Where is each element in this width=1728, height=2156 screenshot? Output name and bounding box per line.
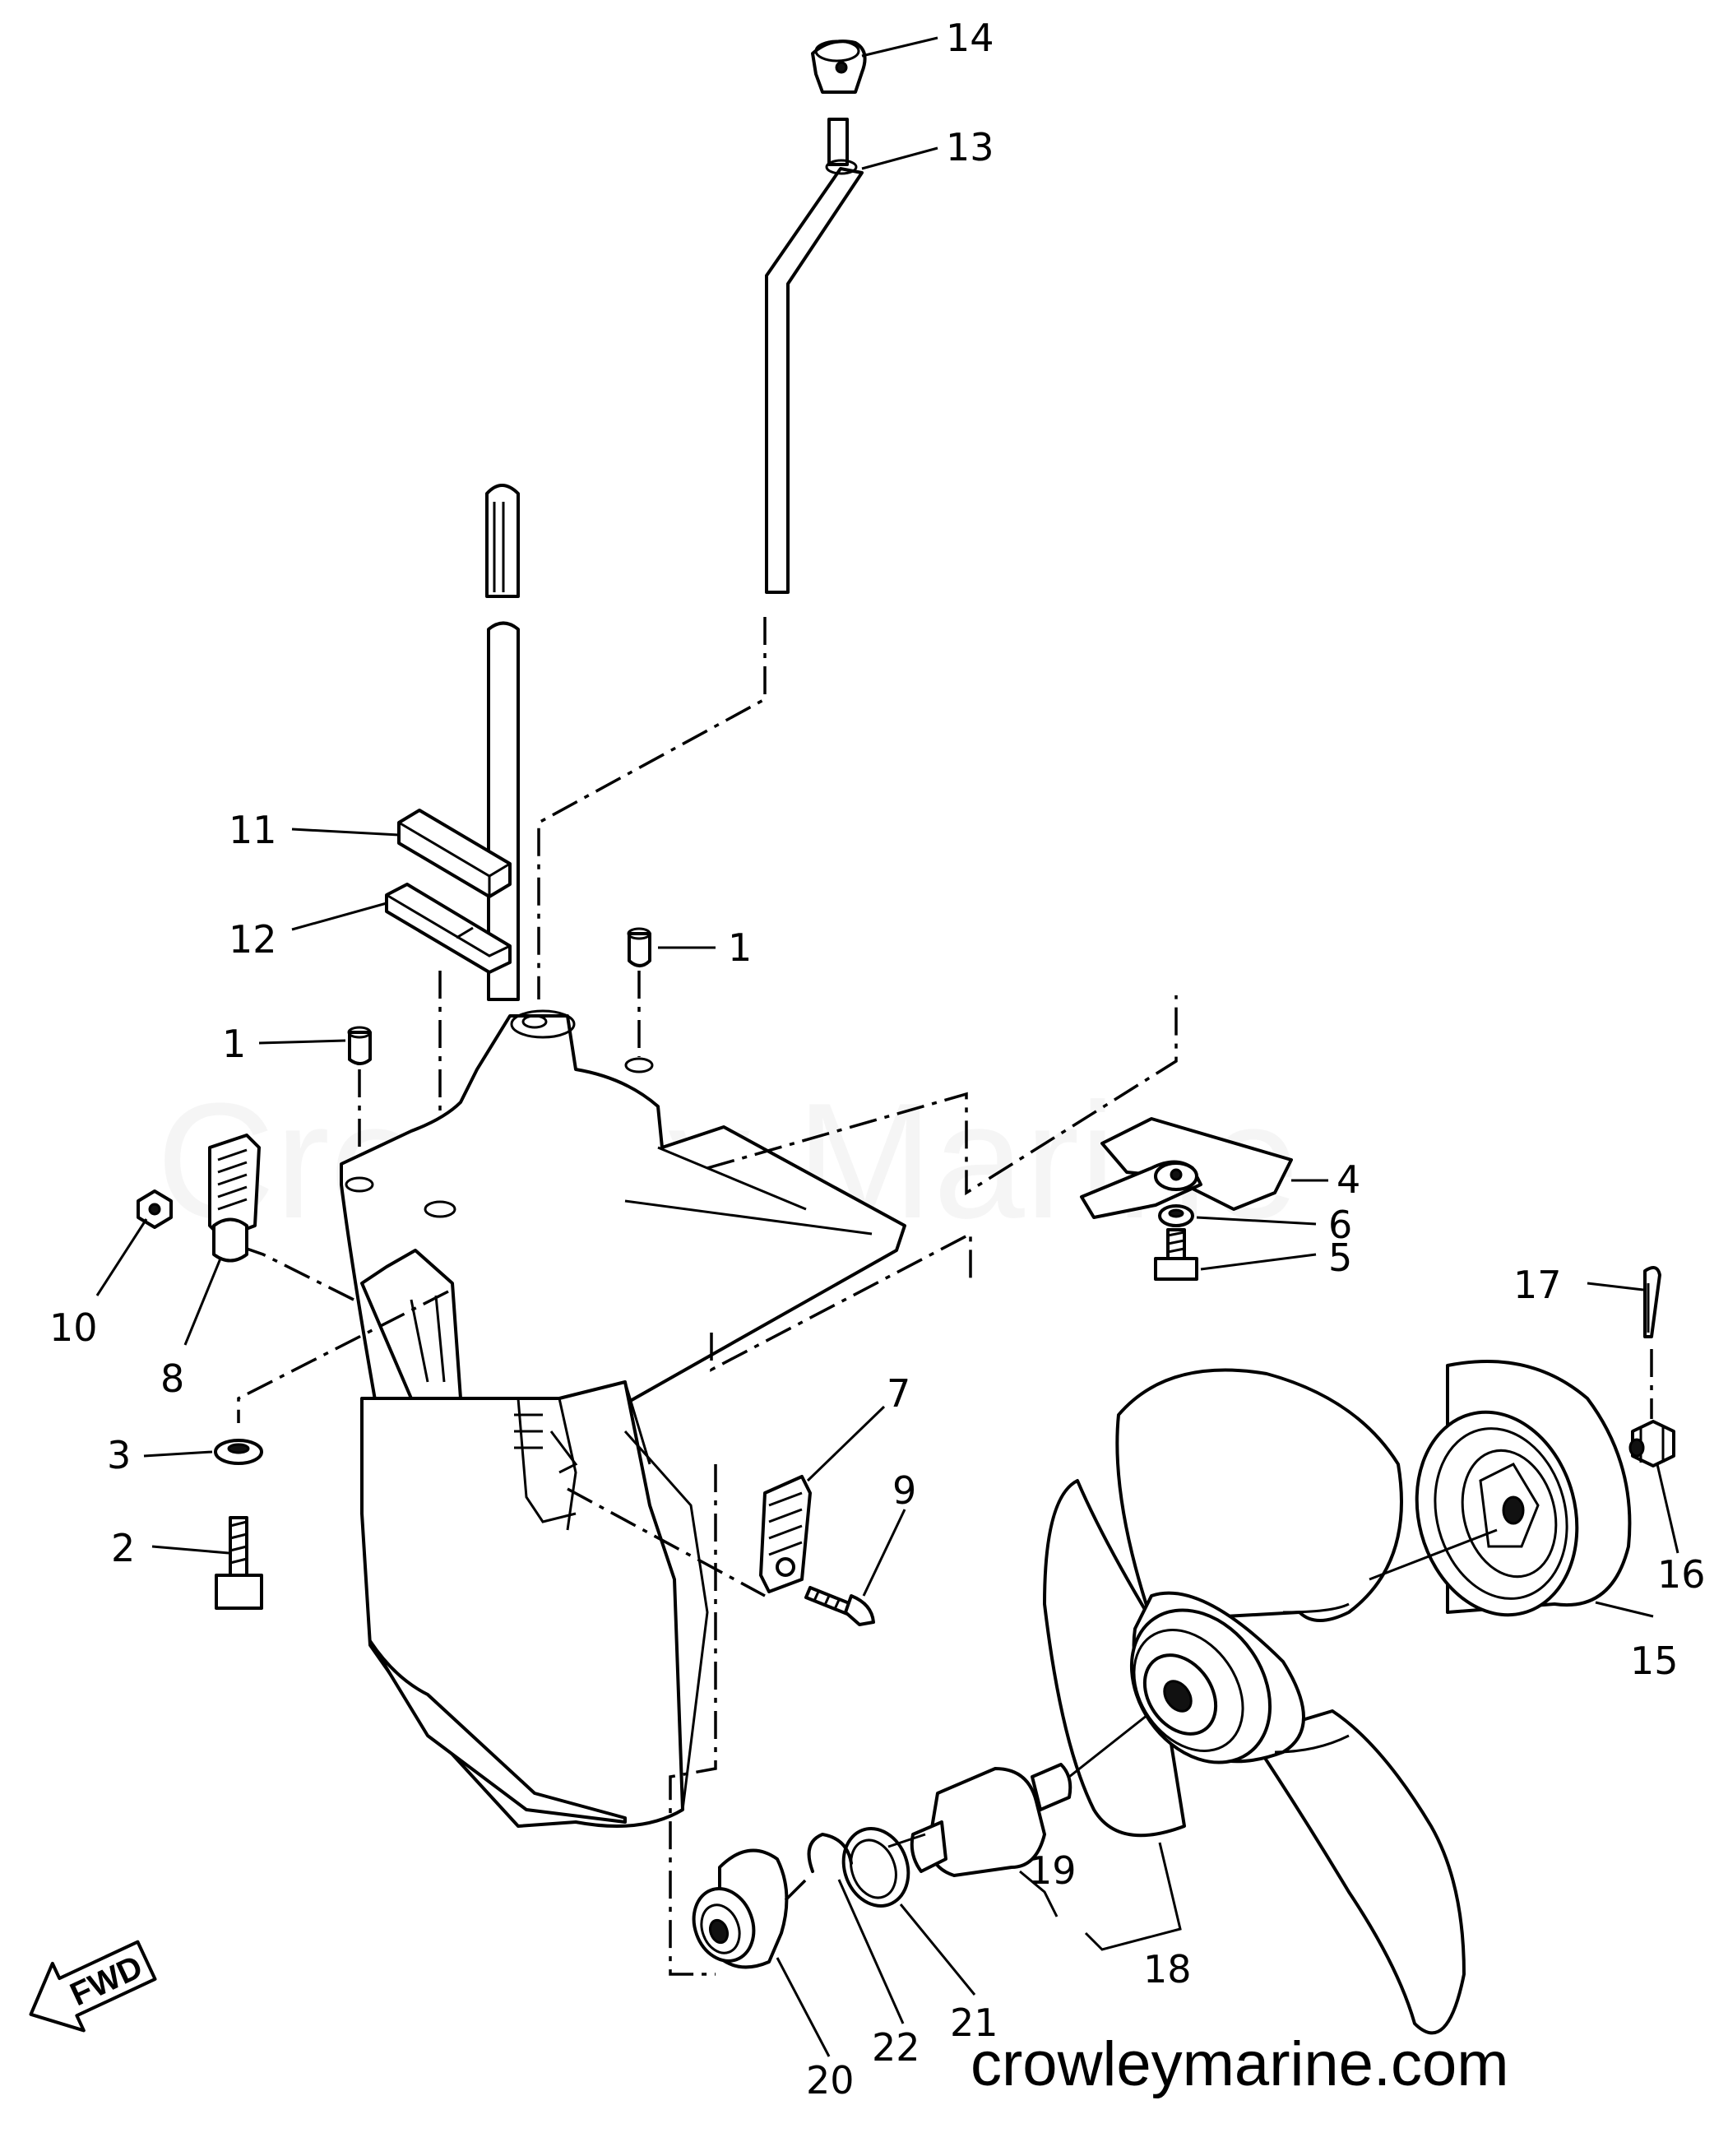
lower-casing	[340, 1009, 906, 1828]
callout-4: 4	[1337, 1157, 1360, 1202]
callout-12: 12	[229, 917, 277, 962]
nut-10	[137, 1189, 173, 1229]
callout-9: 9	[892, 1468, 916, 1513]
callout-22: 22	[872, 2025, 920, 2070]
screw-9	[804, 1586, 875, 1626]
spacer-19	[910, 1763, 1072, 1877]
drive-shaft	[485, 484, 520, 1001]
spacer-15	[1415, 1360, 1632, 1617]
callout-5: 5	[1328, 1236, 1352, 1280]
anode-8	[208, 1134, 261, 1263]
callout-2: 2	[111, 1526, 135, 1570]
callout-3: 3	[107, 1433, 131, 1477]
trim-tab	[1080, 1117, 1293, 1219]
callout-10: 10	[49, 1305, 98, 1350]
callout-18: 18	[1143, 1947, 1192, 1991]
callout-21: 21	[950, 2001, 998, 2045]
callout-1-right: 1	[728, 925, 752, 970]
dowel-pin-left	[347, 1026, 372, 1065]
grommet	[811, 39, 867, 94]
callout-11: 11	[229, 808, 277, 852]
dowel-pin-right	[627, 927, 651, 967]
washer-6	[1158, 1204, 1194, 1227]
site-url: crowleymarine.com	[971, 2029, 1509, 2099]
shim-12	[385, 883, 512, 974]
washer-3	[214, 1439, 263, 1465]
leader-lines	[95, 36, 1679, 2057]
callout-labels: 14 13 11 12 1 1 4 6 5 10 8 17 7 9 3 2 16…	[49, 16, 1706, 2103]
bolt-2	[215, 1516, 263, 1610]
forward-direction-arrow: FWD	[29, 1940, 157, 2033]
callout-20: 20	[806, 2058, 855, 2103]
thrust-holder-20	[692, 1848, 789, 1969]
callout-19: 19	[1028, 1848, 1077, 1893]
shim-11	[397, 809, 512, 898]
nut-16	[1628, 1420, 1675, 1467]
snap-ring-22	[807, 1833, 853, 1873]
callout-6: 6	[1328, 1203, 1352, 1247]
callout-16: 16	[1657, 1552, 1706, 1597]
propeller	[1043, 1368, 1466, 2035]
cotter-pin-17	[1643, 1266, 1661, 1338]
callout-17: 17	[1513, 1263, 1562, 1307]
bolt-5	[1154, 1228, 1198, 1281]
callout-14: 14	[946, 16, 994, 60]
anode-7	[759, 1475, 812, 1593]
callout-1-left: 1	[222, 1022, 246, 1066]
callout-13: 13	[946, 125, 994, 169]
shift-rod	[765, 118, 864, 594]
callout-7: 7	[887, 1371, 910, 1416]
callout-15: 15	[1630, 1639, 1679, 1683]
washer-21	[841, 1827, 910, 1908]
callout-8: 8	[160, 1356, 184, 1401]
